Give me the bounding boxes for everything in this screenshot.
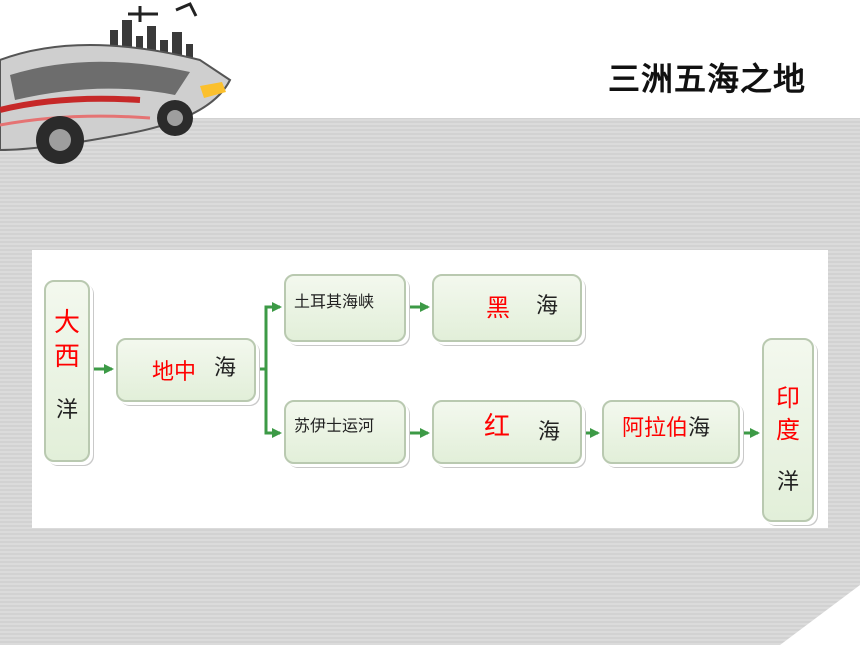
black-sea-rest: 海 xyxy=(536,294,559,319)
atlantic-highlight: 大西 xyxy=(53,308,80,372)
mediterranean-highlight: 地中 xyxy=(152,360,197,385)
indian-ocean-rest: 洋 xyxy=(776,470,799,495)
page-title: 三洲五海之地 xyxy=(607,60,806,98)
node-mediterranean-sea: 地中 海 xyxy=(116,338,256,402)
red-sea-highlight: 红 xyxy=(484,412,511,442)
connector-arrows xyxy=(90,302,760,438)
arabian-sea-rest: 海 xyxy=(688,416,711,441)
sports-car-logo-icon xyxy=(0,2,232,164)
suez-canal-label: 苏伊士运河 xyxy=(294,416,375,435)
arrow-mediterranean-suez xyxy=(264,369,282,438)
node-atlantic-ocean: 大西 洋 xyxy=(44,280,90,462)
node-turkish-straits: 土耳其海峡 xyxy=(284,274,406,342)
red-sea-rest: 海 xyxy=(538,420,561,445)
indian-ocean-highlight: 印度 xyxy=(776,384,800,444)
arrow-mediterranean-branch xyxy=(256,302,282,371)
arabian-sea-highlight: 阿拉伯 xyxy=(622,416,689,441)
mediterranean-rest: 海 xyxy=(214,356,237,381)
black-sea-highlight: 黑 xyxy=(486,294,510,322)
page-curl xyxy=(780,585,860,645)
node-arabian-sea: 阿拉伯 海 xyxy=(602,400,740,464)
node-suez-canal: 苏伊士运河 xyxy=(284,400,406,464)
node-indian-ocean: 印度 洋 xyxy=(762,338,814,522)
turkish-straits-label: 土耳其海峡 xyxy=(294,292,375,311)
atlantic-rest: 洋 xyxy=(55,398,78,423)
node-red-sea: 红 海 xyxy=(432,400,582,464)
flow-diagram: 大西 洋 地中 海 土耳其海峡 黑 海 苏伊士运河 红 海 阿拉伯 海 印度 洋 xyxy=(32,250,828,528)
node-black-sea: 黑 海 xyxy=(432,274,582,342)
